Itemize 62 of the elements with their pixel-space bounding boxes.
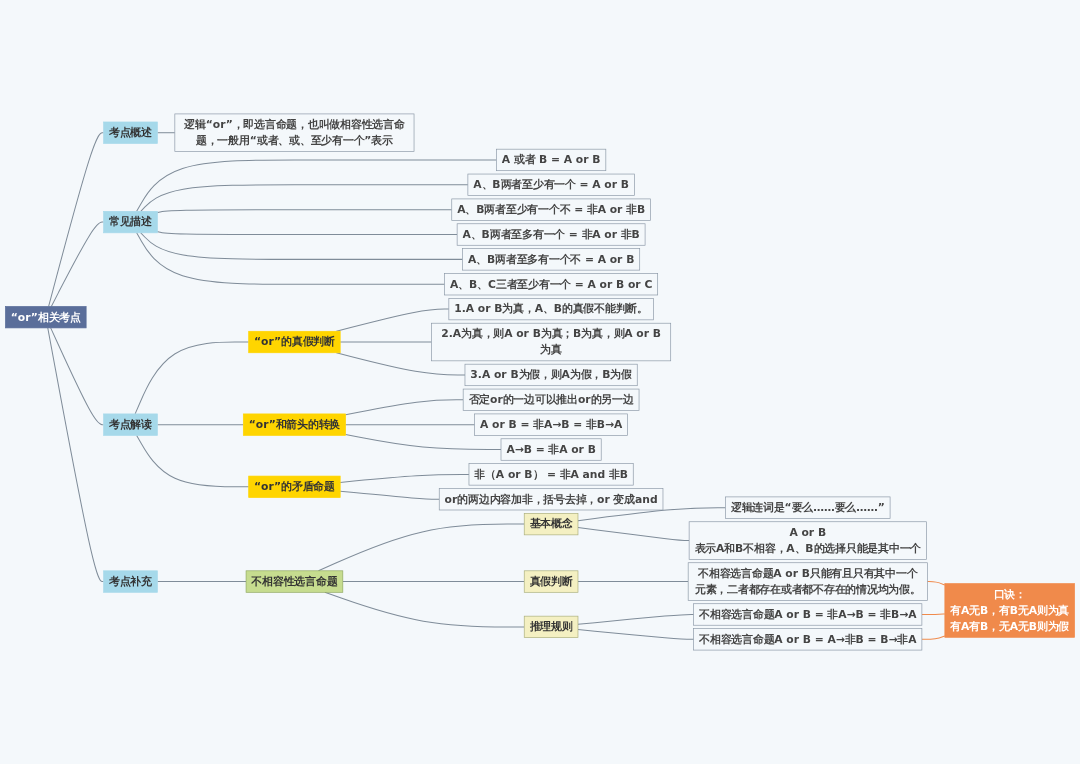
connector	[48, 132, 105, 307]
node-box: 2.A为真，则A or B为真；B为真，则A or B为真	[431, 322, 672, 362]
connector	[134, 341, 250, 415]
connector	[577, 629, 695, 640]
node-box: A、B两者至多有一个不 = A or B	[462, 248, 641, 271]
node-box: 常见描述	[103, 211, 158, 234]
node-box: “or”和箭头的转换	[242, 413, 346, 436]
node-box: or的两边内容加非，括号去掉，or 变成and	[438, 488, 664, 511]
node-box: 逻辑连词是“要么……要么……”	[725, 496, 891, 519]
connector	[140, 184, 469, 212]
connector	[140, 232, 463, 260]
connector	[50, 327, 105, 426]
connector	[136, 232, 446, 285]
node-box: 考点概述	[103, 121, 158, 144]
node-box: 否定or的一边可以推出or的另一边	[462, 388, 640, 411]
connector	[345, 399, 464, 416]
connector	[50, 221, 105, 307]
node-box: A or B 表示A和B不相容，A、B的选择只能是其中一个	[688, 521, 927, 560]
node-box: 不相容性选言命题	[245, 570, 344, 593]
connector	[156, 424, 244, 426]
connector	[136, 159, 497, 212]
node-box: A 或者 B = A or B	[496, 148, 607, 172]
connector	[339, 473, 470, 483]
connector	[156, 230, 458, 236]
node-box: A、B、C三者至少有一个 = A or B or C	[444, 273, 658, 296]
connector	[345, 434, 502, 451]
node-box: “or”的真假判断	[248, 330, 341, 354]
node-box: 口诀： 有A无B，有B无A则为真 有A有B，无A无B则为假	[944, 583, 1075, 638]
connector	[577, 581, 689, 583]
node-box: A→B = 非A or B	[500, 438, 602, 461]
connector	[921, 613, 946, 615]
node-box: 不相容选言命题A or B只能有且只有其中一个元素，二者都存在或者都不存在的情况均为假。	[687, 562, 928, 601]
node-box: 真假判断	[523, 570, 579, 593]
node-box: 1.A or B为真，A、B的真假不能判断。	[448, 298, 654, 321]
connector	[577, 507, 726, 522]
node-box: A、B两者至少有一个 = A or B	[467, 173, 635, 196]
connector	[926, 581, 946, 586]
node-box: 3.A or B为假，则A为假，B为假	[464, 363, 638, 387]
connector	[156, 581, 247, 583]
node-box: 非（A or B） = 非A and 非B	[468, 463, 634, 486]
node-box: 不相容选言命题A or B = 非A→B = 非B→A	[693, 603, 923, 626]
node-box: 考点解读	[103, 413, 158, 436]
connector	[156, 209, 453, 214]
node-box: A or B = 非A→B = 非B→A	[474, 413, 628, 436]
connector	[345, 424, 476, 426]
connector	[577, 527, 690, 542]
node-box: “or”的矛盾命题	[248, 475, 341, 498]
connector	[136, 434, 250, 488]
connector	[47, 327, 105, 583]
node-box: 不相容选言命题A or B = A→非B = B→非A	[693, 628, 923, 651]
connector	[577, 613, 695, 625]
connector	[339, 341, 432, 343]
node-box: 基本概念	[523, 513, 579, 536]
node-box: 逻辑“or”，即选言命题，也叫做相容性选言命题，一般用“或者、或、至少有一个”表示	[174, 113, 415, 152]
connector	[339, 490, 440, 500]
connector	[342, 581, 525, 583]
node-box: 考点补充	[103, 570, 158, 593]
node-box: “or”相关考点	[5, 306, 87, 329]
node-box: A、B两者至多有一个 = 非A or 非B	[456, 223, 646, 246]
node-box: A、B两者至少有一个不 = 非A or 非B	[451, 198, 651, 221]
connector	[921, 635, 946, 640]
node-box: 推理规则	[523, 615, 579, 638]
